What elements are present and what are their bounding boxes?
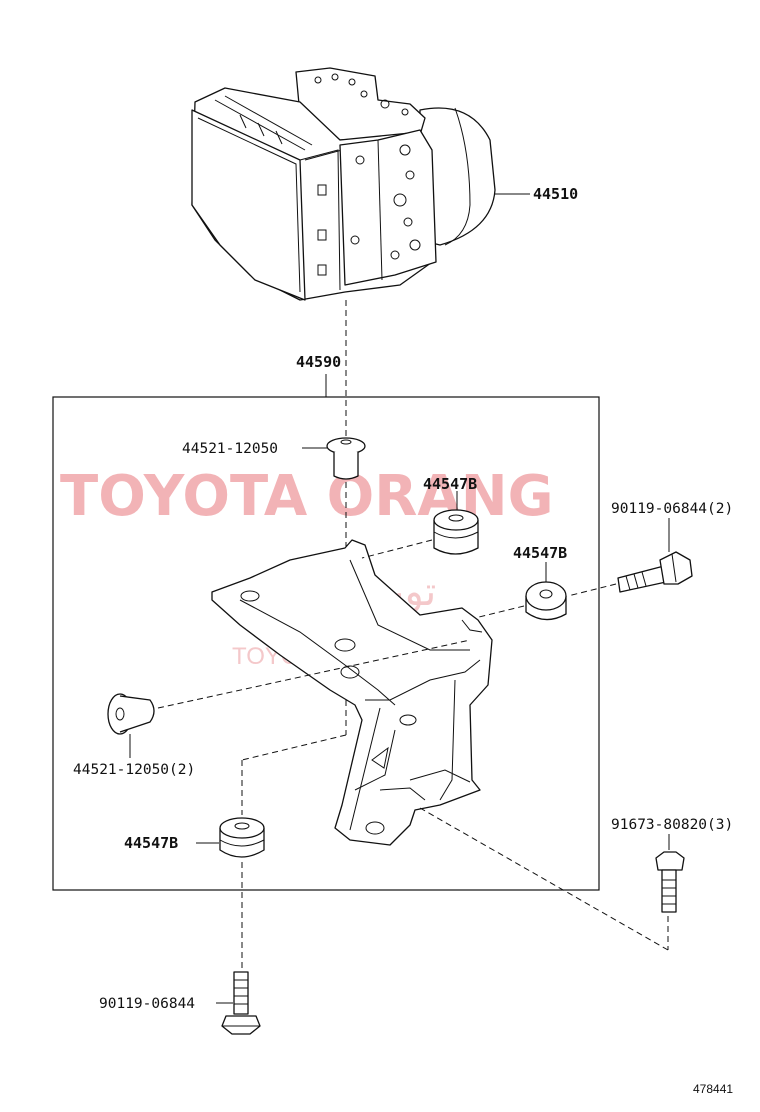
bolt-44521-top [326,437,366,480]
bolt-91673 [655,851,685,913]
cushion-44547b-bottom [219,817,265,858]
watermark-brand: TOYOTA ORANG [60,464,554,529]
cushion-44547b-top [433,509,479,555]
label-44521-top: 44521-12050 [182,441,278,457]
label-91673: 91673-80820(3) [611,817,733,833]
label-44547b-top: 44547B [423,475,477,493]
cushion-44547b-right [525,581,567,621]
label-44547b-bottom: 44547B [124,834,178,852]
bolt-90119-right [617,551,693,593]
abs-actuator-drawing [191,67,496,301]
label-90119-right: 90119-06844(2) [611,501,733,517]
bolt-44521-left [107,693,155,735]
bracket-assy-frame [52,396,600,891]
label-44547b-right: 44547B [513,544,567,562]
label-44590: 44590 [296,353,341,371]
bracket-drawing [211,539,493,846]
figure-number: 478441 [693,1082,733,1096]
label-44510: 44510 [533,185,578,203]
label-90119-bottom: 90119-06844 [99,996,195,1012]
bolt-90119-bottom [221,971,261,1035]
label-44521-left: 44521-12050(2) [73,762,195,778]
